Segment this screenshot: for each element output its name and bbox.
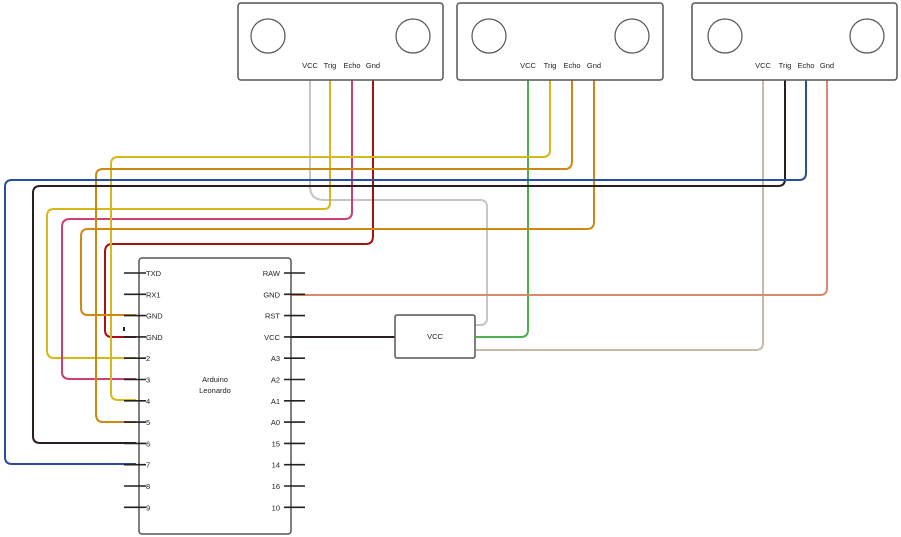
wire-s1-gnd xyxy=(104,80,374,338)
board-title-line1: Arduino xyxy=(202,375,228,384)
sensor-3-pin-trig: Trig xyxy=(779,61,792,70)
wire-s2-gnd xyxy=(80,80,595,316)
wire-s2-vcc xyxy=(476,80,529,338)
board-pin-label-right-vcc: VCC xyxy=(264,333,280,342)
board-pin-label-right-a0: A0 xyxy=(271,418,280,427)
board-pin-label-left-6: 6 xyxy=(146,439,150,448)
power-module-label: VCC xyxy=(427,332,443,341)
sensor-2-pin-echo: Echo xyxy=(563,61,580,70)
board-marker xyxy=(123,327,125,331)
sensor-2-transducer-left xyxy=(471,18,507,54)
wire-s2-trig xyxy=(110,80,551,401)
board-pin-label-left-9: 9 xyxy=(146,503,150,512)
sensor-1-pin-gnd: Gnd xyxy=(366,61,380,70)
wire-s1-vcc xyxy=(309,80,488,326)
board-pin-label-right-a3: A3 xyxy=(271,354,280,363)
board-pin-label-right-a1: A1 xyxy=(271,397,280,406)
sensor-1: VCC Trig Echo Gnd xyxy=(237,2,444,81)
sensor-2-transducer-right xyxy=(614,18,650,54)
board-pin-label-left-txd: TXD xyxy=(146,269,162,278)
wire-s2-echo xyxy=(95,80,573,423)
sensor-3-pin-vcc: VCC xyxy=(755,61,771,70)
sensor-2: VCC Trig Echo Gnd xyxy=(456,2,664,81)
board-pin-label-right-10: 10 xyxy=(272,503,280,512)
wire-s3-gnd xyxy=(292,80,828,296)
board-pin-label-left-8: 8 xyxy=(146,482,150,491)
board-pin-label-left-7: 7 xyxy=(146,461,150,470)
power-module: VCC xyxy=(394,314,476,359)
board-pin-label-left-2: 2 xyxy=(146,354,150,363)
sensor-1-pin-trig: Trig xyxy=(324,61,337,70)
sensor-2-pin-trig: Trig xyxy=(544,61,557,70)
sensor-2-pin-vcc: VCC xyxy=(520,61,536,70)
sensor-1-pin-vcc: VCC xyxy=(302,61,318,70)
board-pin-label-left-3: 3 xyxy=(146,376,150,385)
wires xyxy=(4,80,828,465)
board-pin-label-left-4: 4 xyxy=(146,397,150,406)
sensor-1-pin-echo: Echo xyxy=(343,61,360,70)
wire-s3-echo xyxy=(4,80,807,465)
board-pin-label-right-rst: RST xyxy=(265,312,280,321)
wire-s3-vcc xyxy=(476,80,764,351)
sensor-3: VCC Trig Echo Gnd xyxy=(691,2,898,81)
board-pin-label-left-gnd: GND xyxy=(146,333,163,342)
sensor-1-transducer-left xyxy=(250,18,286,54)
board-pin-label-left-gnd: GND xyxy=(146,312,163,321)
board-pin-label-right-15: 15 xyxy=(272,439,280,448)
wire-s1-trig xyxy=(46,80,331,359)
sensor-3-transducer-right xyxy=(849,18,885,54)
sensor-3-pin-echo: Echo xyxy=(797,61,814,70)
wire-s3-trig xyxy=(32,80,786,444)
sensor-2-pin-gnd: Gnd xyxy=(587,61,601,70)
wire-s1-echo xyxy=(61,80,353,380)
sensor-1-transducer-right xyxy=(395,18,431,54)
board-pin-label-right-gnd: GND xyxy=(263,290,280,299)
board-pin-label-right-14: 14 xyxy=(272,461,280,470)
board-pin-label-left-rx1: RX1 xyxy=(146,290,161,299)
board-title-line2: Leonardo xyxy=(199,386,231,395)
board-pin-label-left-5: 5 xyxy=(146,418,150,427)
sensor-3-transducer-left xyxy=(707,18,743,54)
board-pin-label-right-raw: RAW xyxy=(263,269,281,278)
sensor-3-pin-gnd: Gnd xyxy=(820,61,834,70)
board-pin-label-right-16: 16 xyxy=(272,482,280,491)
board-pin-label-right-a2: A2 xyxy=(271,376,280,385)
